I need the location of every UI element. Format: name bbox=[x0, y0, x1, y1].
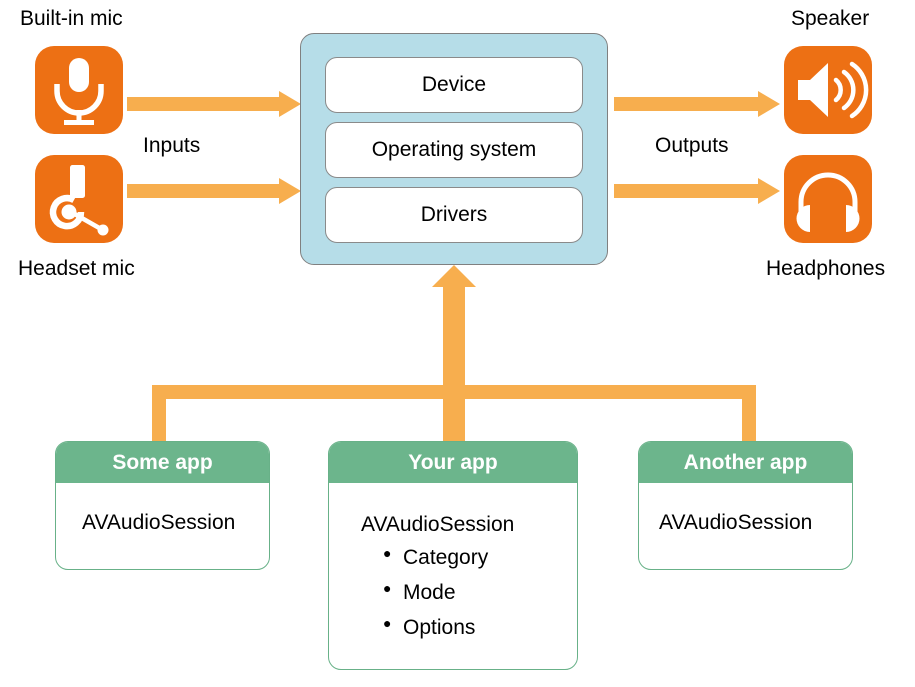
app-session-some-app: AVAudioSession bbox=[82, 511, 236, 534]
outputs-flow-label: Outputs bbox=[655, 134, 729, 157]
speaker-label: Speaker bbox=[791, 7, 870, 30]
app-card-your-app[interactable]: Your app AVAudioSession Category Mode Op… bbox=[328, 441, 578, 670]
app-property-options: Options bbox=[383, 615, 577, 640]
app-title-your-app: Your app bbox=[329, 442, 577, 483]
app-session-your-app: AVAudioSession bbox=[361, 513, 515, 536]
app-property-category: Category bbox=[383, 545, 577, 570]
apps-to-system-arrowhead bbox=[432, 265, 476, 287]
app-property-mode: Mode bbox=[383, 580, 577, 605]
app-card-some-app[interactable]: Some app AVAudioSession bbox=[55, 441, 270, 570]
app-title-some-app: Some app bbox=[56, 442, 269, 483]
speaker-icon bbox=[784, 46, 872, 134]
headset-mic-label: Headset mic bbox=[18, 257, 135, 280]
headset-mic-icon bbox=[35, 155, 123, 243]
headphones-label: Headphones bbox=[766, 257, 886, 280]
apps-bus-right-drop bbox=[742, 385, 756, 447]
microphone-icon bbox=[35, 46, 123, 134]
app-card-another-app[interactable]: Another app AVAudioSession bbox=[638, 441, 853, 570]
apps-bus-left-drop bbox=[152, 385, 166, 447]
layer-drivers: Drivers bbox=[325, 187, 583, 243]
system-stack-panel: Device Operating system Drivers bbox=[300, 33, 608, 265]
output-arrow-top bbox=[614, 91, 780, 117]
output-arrow-bottom bbox=[614, 178, 780, 204]
inputs-flow-label: Inputs bbox=[143, 134, 201, 157]
input-arrow-bottom bbox=[127, 178, 301, 204]
headphones-icon bbox=[784, 155, 872, 243]
layer-operating-system: Operating system bbox=[325, 122, 583, 178]
layer-device: Device bbox=[325, 57, 583, 113]
apps-to-system-shaft bbox=[443, 286, 465, 446]
apps-bus-horizontal bbox=[152, 385, 756, 399]
input-arrow-top bbox=[127, 91, 301, 117]
app-properties-list: Category Mode Options bbox=[361, 545, 577, 640]
built-in-mic-label: Built-in mic bbox=[20, 7, 123, 30]
app-title-another-app: Another app bbox=[639, 442, 852, 483]
app-session-another-app: AVAudioSession bbox=[659, 511, 813, 534]
